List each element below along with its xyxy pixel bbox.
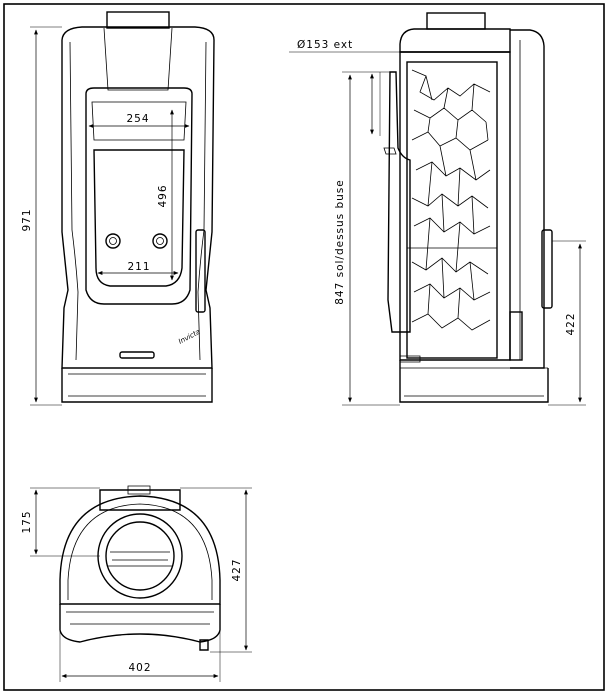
front-base-bands [68, 373, 206, 397]
side-body-outline [399, 51, 511, 361]
side-foot-lip [399, 355, 421, 363]
top-body-inner-edge [67, 503, 213, 600]
top-front-section [59, 604, 221, 643]
side-decor-pattern [411, 69, 491, 331]
side-view: Ø153 ext 847 sol/dessus buse 422 [289, 12, 586, 406]
top-back-tab [127, 485, 151, 495]
top-body-outline [59, 495, 221, 605]
front-right-knob-core [156, 237, 164, 245]
front-door-handle [195, 229, 206, 313]
front-brand-logo: Invicta [177, 328, 201, 346]
top-back-collar [99, 489, 181, 511]
side-decor-panel [406, 61, 498, 359]
side-door-hinge [383, 147, 397, 155]
top-flue-ring-outer [97, 513, 183, 599]
dim-402-label: 402 [128, 662, 151, 674]
front-hood-panel [103, 27, 173, 91]
side-door-handle [541, 229, 553, 309]
dim-211-label: 211 [127, 261, 150, 273]
front-view: Invicta 971 254 496 211 [21, 11, 215, 406]
top-handle-stub [199, 639, 209, 651]
sheet-border [3, 3, 605, 691]
front-left-knob [105, 233, 121, 249]
dim-153-label: Ø153 ext [297, 39, 353, 51]
dim-971-label: 971 [21, 208, 33, 231]
side-door-profile [387, 71, 411, 333]
dim-254-label: 254 [126, 113, 149, 125]
side-air-control [509, 311, 523, 361]
side-base-plinth [399, 360, 549, 403]
front-left-knob-core [109, 237, 117, 245]
side-flue-collar [426, 12, 486, 30]
dim-175-label: 175 [21, 510, 33, 533]
front-glass-panel [93, 149, 185, 287]
top-flue-ring-inner [105, 521, 175, 591]
dim-496-label: 496 [157, 184, 169, 207]
dim-847-label: 847 sol/dessus buse [334, 179, 346, 305]
front-base-plinth [61, 368, 213, 403]
front-right-knob [152, 233, 168, 249]
top-view: 175 427 402 [21, 485, 252, 682]
side-base-bands [400, 367, 548, 397]
side-top-cap [399, 28, 511, 53]
front-flue-collar [106, 11, 170, 29]
side-back-panel [510, 29, 545, 369]
front-ash-slot [119, 351, 155, 359]
front-door-outline [85, 87, 193, 305]
dim-422-label: 422 [565, 312, 577, 335]
dim-427-label: 427 [231, 558, 243, 581]
top-front-bands [66, 611, 214, 625]
front-body-outline [61, 26, 215, 369]
top-flue-baffle [108, 551, 172, 567]
